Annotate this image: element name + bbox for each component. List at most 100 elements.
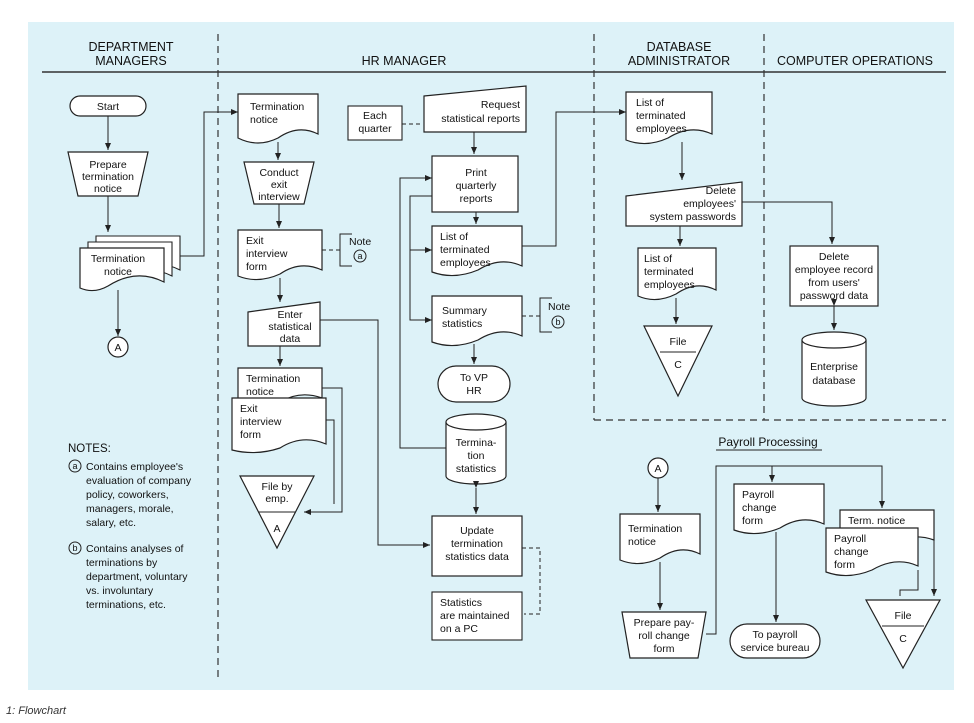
svg-text:employee record: employee record bbox=[795, 264, 873, 276]
svg-text:a: a bbox=[72, 461, 77, 471]
svg-text:quarter: quarter bbox=[358, 123, 392, 135]
hr-termination-statistics-db: Termina- tion statistics bbox=[445, 413, 507, 485]
svg-text:Delete: Delete bbox=[819, 251, 850, 263]
payroll-term-notice-stack: Term. notice Payroll change form bbox=[825, 509, 935, 577]
svg-text:Contains analyses of: Contains analyses of bbox=[86, 543, 184, 555]
svg-text:C: C bbox=[899, 633, 907, 645]
hr-print-reports-process: Print quarterly reports bbox=[431, 155, 519, 213]
svg-text:interview: interview bbox=[258, 191, 300, 203]
hr-enter-statistical-data-input: Enter statistical data bbox=[247, 301, 321, 347]
svg-text:statistics data: statistics data bbox=[445, 551, 509, 563]
svg-text:Enterprise: Enterprise bbox=[810, 361, 858, 373]
dept-offpage-connector-a: A bbox=[107, 336, 129, 358]
svg-text:from users': from users' bbox=[808, 277, 860, 289]
dba-list-terminated-doc: List of terminated employees bbox=[625, 91, 713, 145]
dept-start-terminal: Start bbox=[69, 95, 147, 117]
svg-text:Summary: Summary bbox=[442, 305, 488, 317]
svg-text:interview: interview bbox=[240, 416, 282, 428]
header-hr-manager: HR MANAGER bbox=[362, 54, 447, 68]
svg-text:List of: List of bbox=[636, 97, 664, 109]
hr-update-statistics-process: Update termination statistics data bbox=[431, 515, 523, 577]
svg-text:Enter: Enter bbox=[277, 309, 303, 321]
svg-text:notice: notice bbox=[246, 386, 274, 398]
payroll-prepare-change-manual-op: Prepare pay- roll change form bbox=[621, 611, 707, 659]
svg-text:emp.: emp. bbox=[265, 493, 288, 505]
dba-file-c: File C bbox=[643, 325, 713, 398]
svg-text:statistics: statistics bbox=[442, 318, 482, 330]
svg-text:Termination: Termination bbox=[91, 253, 145, 265]
svg-text:Update: Update bbox=[460, 525, 494, 537]
svg-text:Termina-: Termina- bbox=[456, 437, 497, 449]
hr-termination-notice-doc: Termination notice bbox=[237, 93, 319, 144]
svg-text:Contains employee's: Contains employee's bbox=[86, 461, 183, 473]
svg-text:termination: termination bbox=[82, 171, 134, 183]
payroll-title: Payroll Processing bbox=[718, 435, 817, 449]
svg-text:statistical: statistical bbox=[268, 321, 311, 333]
figure-caption: 1: Flowchart bbox=[6, 705, 67, 717]
svg-text:form: form bbox=[240, 429, 261, 441]
svg-text:notice: notice bbox=[628, 536, 656, 548]
svg-text:File: File bbox=[895, 610, 912, 622]
svg-text:exit: exit bbox=[271, 179, 287, 191]
ops-enterprise-database: Enterprise database bbox=[801, 331, 867, 407]
svg-text:termination: termination bbox=[451, 538, 503, 550]
svg-text:statistics: statistics bbox=[456, 463, 496, 475]
dept-prepare-manual-op: Prepare termination notice bbox=[67, 151, 149, 197]
svg-text:policy, coworkers,: policy, coworkers, bbox=[86, 489, 169, 501]
svg-text:To payroll: To payroll bbox=[753, 629, 798, 641]
hr-file-by-emp: File by emp. A bbox=[239, 475, 315, 550]
svg-text:roll change: roll change bbox=[638, 630, 690, 642]
svg-text:Payroll: Payroll bbox=[742, 489, 774, 501]
dba-list-terminated-doc-2: List of terminated employees bbox=[637, 247, 717, 301]
svg-text:reports: reports bbox=[460, 193, 493, 205]
column-dividers bbox=[217, 34, 946, 680]
svg-text:form: form bbox=[742, 515, 763, 527]
svg-text:Termination: Termination bbox=[628, 523, 682, 535]
svg-text:File by: File by bbox=[262, 481, 294, 493]
payroll-to-bureau-terminal: To payroll service bureau bbox=[729, 623, 821, 659]
hr-to-vp-terminal: To VP HR bbox=[437, 365, 511, 403]
svg-text:Payroll: Payroll bbox=[834, 533, 866, 545]
svg-text:Prepare pay-: Prepare pay- bbox=[634, 617, 695, 629]
hr-conduct-interview-manual-op: Conduct exit interview bbox=[243, 161, 315, 205]
hr-note-b-annotation: Note b bbox=[539, 297, 570, 333]
svg-text:List of: List of bbox=[644, 253, 672, 265]
hr-document-stack: Termination notice Exit interview form bbox=[231, 367, 327, 454]
svg-text:terminated: terminated bbox=[636, 110, 686, 122]
svg-text:employees: employees bbox=[440, 257, 491, 269]
hr-request-reports-input: Request statistical reports bbox=[423, 85, 527, 133]
svg-text:List of: List of bbox=[440, 231, 468, 243]
svg-text:password data: password data bbox=[800, 290, 868, 302]
svg-text:department, voluntary: department, voluntary bbox=[86, 571, 188, 583]
svg-text:service bureau: service bureau bbox=[741, 642, 810, 654]
svg-text:Termination: Termination bbox=[246, 373, 300, 385]
svg-text:Prepare: Prepare bbox=[89, 159, 127, 171]
svg-text:Termination: Termination bbox=[250, 101, 304, 113]
svg-text:a: a bbox=[357, 251, 362, 261]
svg-text:notice: notice bbox=[250, 114, 278, 126]
svg-text:notice: notice bbox=[104, 266, 132, 278]
payroll-termination-notice-doc: Termination notice bbox=[619, 513, 701, 565]
svg-text:Exit: Exit bbox=[240, 403, 258, 415]
svg-text:b: b bbox=[72, 543, 77, 553]
svg-text:C: C bbox=[674, 359, 682, 371]
svg-text:terminated: terminated bbox=[644, 266, 694, 278]
svg-text:Statistics: Statistics bbox=[440, 597, 482, 609]
svg-text:Note: Note bbox=[349, 236, 371, 248]
hr-exit-interview-form-doc: Exit interview form bbox=[237, 229, 323, 281]
svg-text:Note: Note bbox=[548, 301, 570, 313]
svg-text:Start: Start bbox=[97, 101, 119, 113]
svg-text:Exit: Exit bbox=[246, 235, 264, 247]
svg-text:employees: employees bbox=[636, 123, 687, 135]
header-dept-managers-line2: MANAGERS bbox=[95, 54, 167, 68]
svg-text:A: A bbox=[273, 523, 280, 535]
dba-delete-passwords-input: Delete employees' system passwords bbox=[625, 181, 743, 227]
svg-text:are maintained: are maintained bbox=[440, 610, 510, 622]
hr-note-a-annotation: Note a bbox=[339, 233, 371, 267]
svg-text:A: A bbox=[114, 342, 121, 354]
svg-text:To VP: To VP bbox=[460, 372, 488, 384]
header-db-admin-line2: ADMINISTRATOR bbox=[628, 54, 730, 68]
svg-text:managers, morale,: managers, morale, bbox=[86, 503, 174, 515]
